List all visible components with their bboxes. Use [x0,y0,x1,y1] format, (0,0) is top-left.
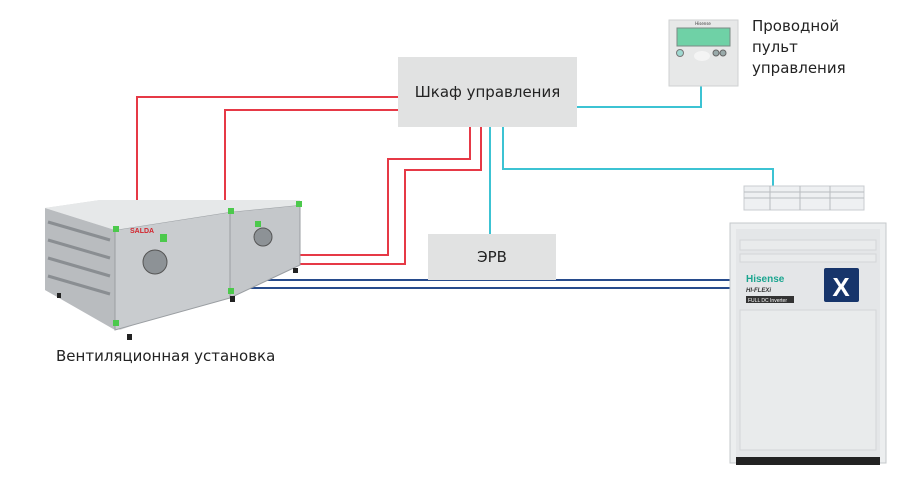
ventilation-unit-label: Вентиляционная установка [56,347,276,365]
control-cabinet-box: Шкаф управления [398,57,577,127]
wire-cyan-outdoor [502,127,774,186]
erv-label: ЭРВ [477,248,507,266]
ventilation-unit-image: SALDA [45,200,302,340]
wired-controller-label: Проводной пульт управления [752,16,846,79]
svg-text:Hisense: Hisense [746,274,785,285]
wire-red-2 [224,109,398,208]
svg-text:SALDA: SALDA [130,228,154,235]
wire-red-4 [298,127,482,265]
svg-text:Hisense: Hisense [695,21,711,26]
wired-controller-label-line-1: Проводной [752,17,840,35]
wire-red-1 [136,96,398,200]
wire-red-3 [298,127,471,256]
wired-controller-label-line-3: управления [752,59,846,77]
svg-text:FULL DC Inverter: FULL DC Inverter [748,298,787,304]
erv-box: ЭРВ [428,234,556,280]
wired-controller-image: Hisense [668,19,739,87]
wire-cyan-controller [577,86,702,108]
svg-text:HI-FLEXi: HI-FLEXi [746,288,771,294]
control-cabinet-label: Шкаф управления [414,83,561,101]
wired-controller-label-line-2: пульт [752,38,798,56]
svg-text:X: X [832,272,850,302]
outdoor-unit-image: Hisense HI-FLEXi FULL DC Inverter X [729,185,887,465]
